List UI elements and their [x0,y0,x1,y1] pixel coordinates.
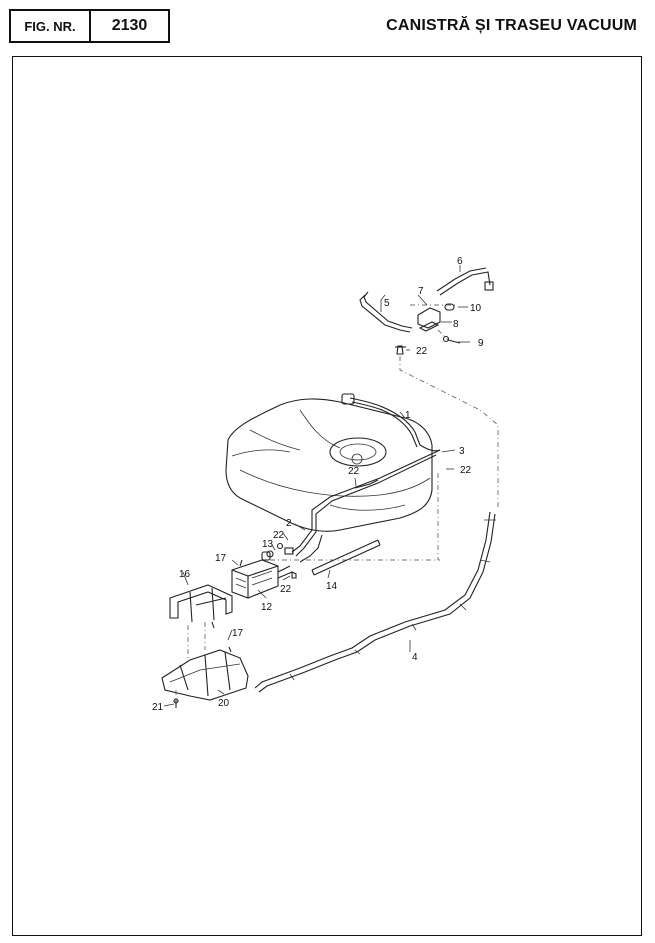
callout-9: 9 [478,338,484,349]
callout-13: 13 [262,539,274,550]
callout-22a: 22 [416,346,428,357]
figure-number: 2130 [111,17,148,34]
callout-1: 1 [405,410,411,421]
callout-22d: 22 [273,530,285,541]
vacuum-lines [291,393,441,563]
callout-8: 8 [453,319,459,330]
callout-22c: 22 [348,466,360,477]
callout-14: 14 [326,581,338,592]
hose-14 [311,539,381,576]
fuel-tank [225,398,433,532]
assembly-guide-lines [175,304,499,700]
callout-21: 21 [152,702,164,713]
callout-10: 10 [470,303,482,314]
long-vacuum-line-4 [254,511,496,693]
figure-number-box: FIG. NR. 2130 [9,9,170,43]
callout-17b: 17 [232,628,244,639]
diagram-frame [12,56,642,936]
leader-lines [163,265,470,707]
upper-pipe-bracket-group [359,267,494,355]
callout-12: 12 [261,602,273,613]
callout-22e: 22 [280,584,292,595]
callout-16: 16 [179,569,191,580]
callout-20: 20 [218,698,230,709]
callout-2: 2 [286,518,292,529]
callout-5: 5 [384,298,390,309]
callout-17a: 17 [215,553,227,564]
callout-3: 3 [459,446,465,457]
callout-6: 6 [457,256,463,267]
figure-label: FIG. NR. [11,11,91,41]
canister-12 [231,542,297,599]
callout-4: 4 [412,652,418,663]
shield-20 [161,646,249,708]
bracket-16 [169,559,243,629]
callout-22b: 22 [460,465,472,476]
callout-7: 7 [418,286,424,297]
page-title: CANISTRĂ ȘI TRASEU VACUUM [386,17,637,34]
